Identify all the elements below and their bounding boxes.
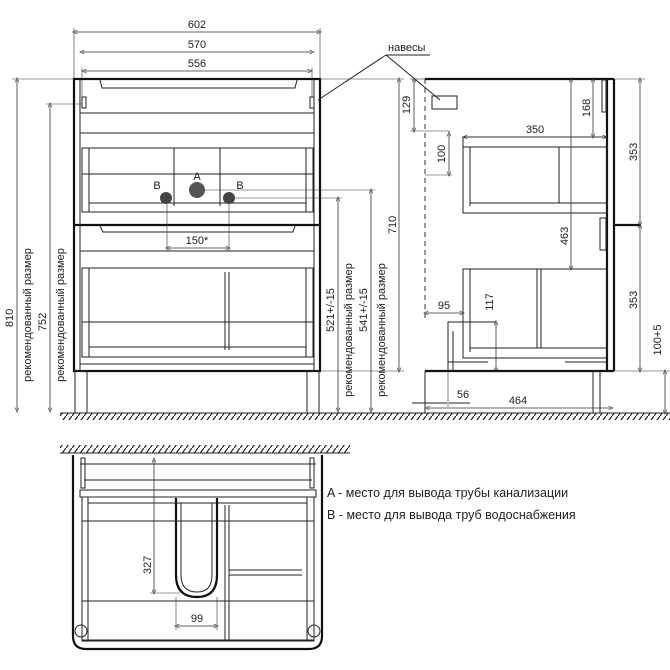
dim-100-5: 100+5 <box>652 325 664 356</box>
hanger-left <box>81 96 87 109</box>
label-b-right: B <box>236 180 243 192</box>
pipe-a-icon <box>189 182 205 198</box>
hangers-label: навесы <box>388 42 426 54</box>
legend-a: A - место для вывода трубы канализации <box>327 486 568 500</box>
dim-752: 752 <box>37 313 49 331</box>
pipe-b-left-icon <box>160 192 172 204</box>
floor-front <box>60 412 670 420</box>
dim-56: 56 <box>457 389 469 401</box>
leg-left <box>74 370 88 414</box>
front-view: A B B 602 570 556 150* 810 рекомендованн… <box>4 19 441 414</box>
recommended-label-541: рекомендованный размер <box>376 263 388 397</box>
label-b-left: B <box>153 180 160 192</box>
side-leg <box>592 370 601 414</box>
lower-drawer <box>81 267 314 358</box>
dim-556: 556 <box>188 58 206 70</box>
dim-464: 464 <box>509 395 527 407</box>
dim-150: 150* <box>186 235 209 247</box>
upper-drawer <box>81 147 314 213</box>
dim-810: 810 <box>4 309 16 327</box>
dim-353-lower: 353 <box>628 291 640 309</box>
plan-view: 327 99 <box>60 445 350 651</box>
recommended-label-752: рекомендованный размер <box>55 248 67 382</box>
dim-541: 541+/-15 <box>358 288 370 332</box>
dim-99: 99 <box>191 613 203 625</box>
side-upper-drawer <box>462 136 608 214</box>
hanger-right <box>309 96 315 109</box>
recommended-label-521: рекомендованный размер <box>343 263 355 397</box>
dim-95: 95 <box>438 300 450 312</box>
dim-350: 350 <box>526 124 544 136</box>
dim-129: 129 <box>401 96 413 114</box>
pipe-b-right-icon <box>223 192 235 204</box>
dim-602: 602 <box>188 19 206 31</box>
dim-570: 570 <box>188 39 206 51</box>
side-lower-drawer <box>462 268 608 359</box>
dim-710: 710 <box>387 216 399 234</box>
siphon-cutout <box>174 498 219 599</box>
side-view: 129 100 350 168 463 353 353 100+5 95 117… <box>401 79 670 413</box>
dim-117: 117 <box>484 293 496 311</box>
hanger-side <box>431 95 458 110</box>
leg-right <box>306 370 320 414</box>
dim-521: 521+/-15 <box>325 288 337 332</box>
dim-463: 463 <box>559 227 571 245</box>
dim-168: 168 <box>581 99 593 117</box>
recommended-label-810: рекомендованный размер <box>22 248 34 382</box>
dim-353-upper: 353 <box>628 143 640 161</box>
dim-100: 100 <box>436 145 448 163</box>
label-a: A <box>193 171 201 183</box>
dim-327: 327 <box>142 556 154 574</box>
legend-b: B - место для вывода труб водоснабжения <box>327 508 576 522</box>
